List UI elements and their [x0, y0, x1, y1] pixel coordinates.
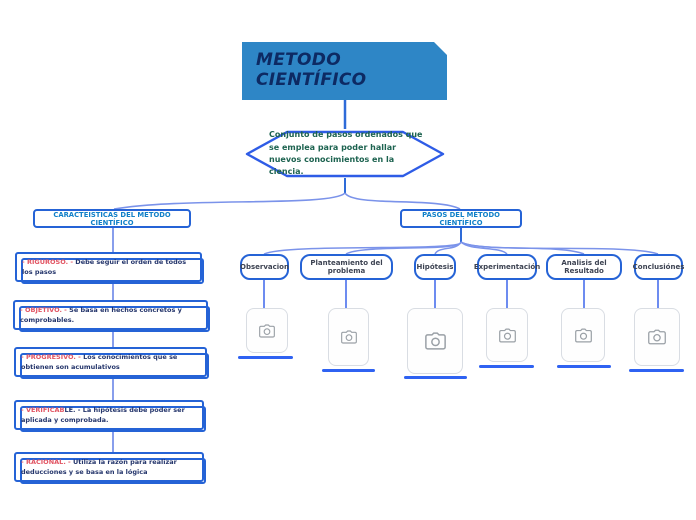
- characteristic-label: - RACIONAL. -: [21, 458, 71, 466]
- step-label: Conclusiónes: [632, 263, 685, 271]
- characteristic-label: - OBJETIVO. -: [20, 306, 67, 314]
- image-underline: [557, 365, 611, 368]
- image-placeholder-planteamiento[interactable]: [328, 308, 369, 366]
- step-label: Observacion: [240, 263, 289, 271]
- step-experimentacion[interactable]: Experimentación: [473, 254, 541, 280]
- characteristic-progresivo[interactable]: - PROGRESIVO. - Los conocimientos que se…: [14, 347, 209, 380]
- characteristic-desc: Debe seguir el orden de todos los pasos: [22, 258, 187, 277]
- characteristic-racional[interactable]: - RACIONAL. - Utiliza la razón para real…: [14, 452, 206, 485]
- image-placeholder-conclusiones[interactable]: [634, 308, 680, 366]
- camera-icon: [259, 323, 275, 338]
- step-label: Analisis del Resultado: [561, 259, 607, 275]
- branch-caracteristicas[interactable]: CARACTEISTICAS DEL METODO CIENTÍFICO: [33, 209, 191, 228]
- step-label: Hipótesis: [416, 263, 454, 271]
- image-underline: [479, 365, 534, 368]
- image-underline: [404, 376, 467, 379]
- characteristic-desc: Utiliza la razón para realizar deduccion…: [21, 458, 177, 477]
- characteristic-riguroso[interactable]: - RIGUROSO. - Debe seguir el orden de to…: [15, 252, 204, 285]
- hexagon-shape: [245, 130, 445, 178]
- branch-pasos-label: PASOS DEL MÉTODO CIENTÍFICO: [422, 210, 500, 227]
- image-underline: [322, 369, 375, 372]
- camera-icon: [498, 328, 516, 342]
- image-placeholder-experimentacion[interactable]: [486, 308, 528, 362]
- characteristic-desc: Se basa en hechos concretos y comprobabl…: [20, 306, 182, 325]
- step-conclusiones[interactable]: Conclusiónes: [632, 254, 685, 280]
- characteristic-objetivo[interactable]: - OBJETIVO. - Se basa en hechos concreto…: [13, 300, 210, 333]
- camera-icon: [340, 330, 357, 344]
- camera-icon: [648, 329, 666, 345]
- step-planteamiento[interactable]: Planteamiento del problema: [300, 254, 393, 280]
- characteristic-verificable[interactable]: - VERIFICABLE. - La hipótesis debe poder…: [14, 400, 206, 433]
- step-hipotesis[interactable]: Hipótesis: [414, 254, 456, 280]
- camera-icon: [424, 332, 446, 350]
- step-label: Experimentación: [473, 263, 541, 271]
- step-label: Planteamiento del problema: [310, 259, 383, 275]
- characteristic-label: - VERIFICAB: [21, 406, 65, 414]
- root-topic[interactable]: METODO CIENTÍFICO: [242, 42, 447, 100]
- characteristic-label: - PROGRESIVO. -: [21, 353, 81, 361]
- image-placeholder-observacion[interactable]: [246, 308, 288, 353]
- characteristic-desc: Los conocimientos que se obtienen son ac…: [21, 353, 178, 372]
- step-observacion[interactable]: Observacion: [240, 254, 289, 280]
- branch-caracteristicas-label: CARACTEISTICAS DEL METODO CIENTÍFICO: [53, 210, 171, 227]
- image-underline: [629, 369, 684, 372]
- camera-icon: [574, 328, 592, 342]
- description-text: Conjunto de pasos ordenados que se emple…: [269, 130, 423, 177]
- description-node[interactable]: Conjunto de pasos ordenados que se emple…: [245, 129, 445, 179]
- image-placeholder-hipotesis[interactable]: [407, 308, 463, 374]
- image-placeholder-analisis[interactable]: [561, 308, 605, 362]
- image-underline: [238, 356, 293, 359]
- characteristic-desc: La hipótesis debe poder ser aplicada y c…: [21, 406, 185, 425]
- root-topic-label: METODO CIENTÍFICO: [256, 50, 367, 90]
- characteristic-label: - RIGUROSO. -: [22, 258, 74, 266]
- branch-pasos[interactable]: PASOS DEL MÉTODO CIENTÍFICO: [400, 209, 522, 228]
- step-analisis[interactable]: Analisis del Resultado: [546, 254, 622, 280]
